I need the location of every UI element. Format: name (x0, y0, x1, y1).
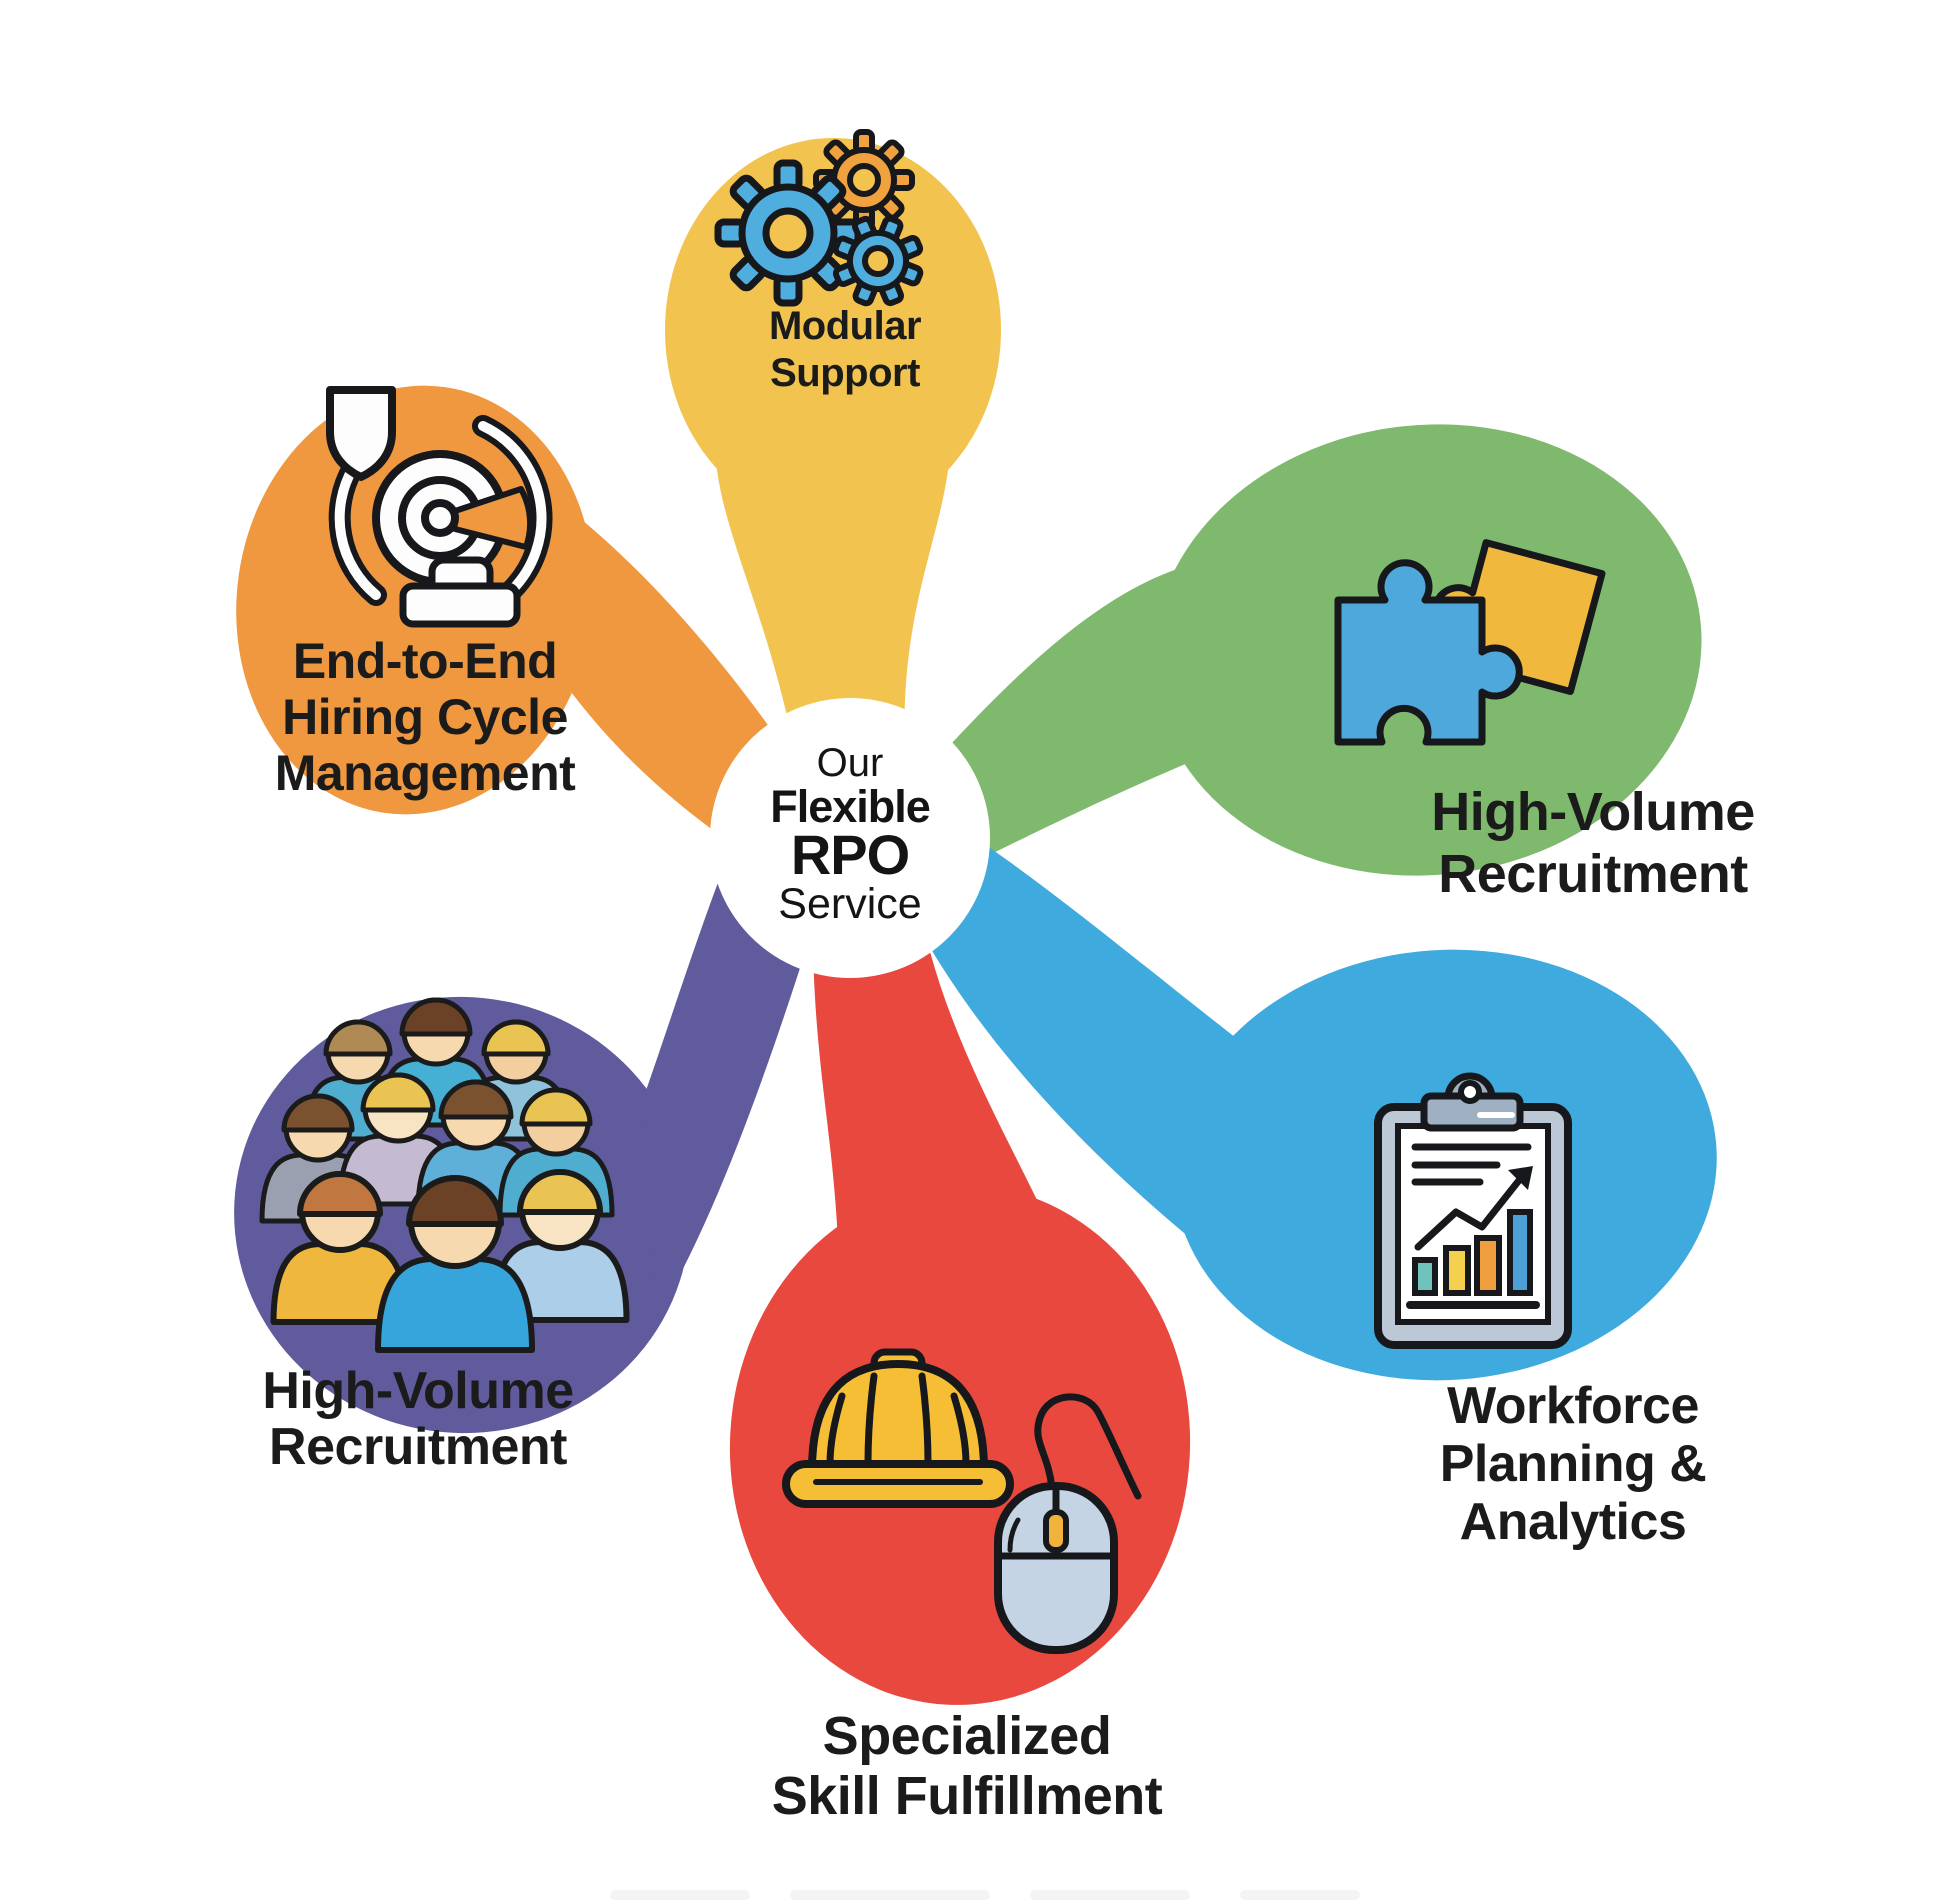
label-line: Modular (768, 304, 922, 348)
shield-icon (326, 386, 396, 481)
gear-small-blue (832, 215, 924, 307)
hardhat-icon (782, 1348, 1014, 1508)
gear-large-blue (714, 159, 862, 307)
petal-stem-purple (642, 883, 800, 1318)
label-line: Workforce (1447, 1377, 1699, 1435)
bar-teal (1412, 1257, 1438, 1296)
center-title: Our Flexible RPO Service (770, 741, 931, 928)
mouse-scroll-wheel (1043, 1509, 1069, 1553)
hardhat-ribs (826, 1372, 970, 1468)
puzzle-piece-blue (1334, 559, 1523, 746)
gears-icon (714, 129, 924, 307)
label-line: Specialized (822, 1706, 1112, 1766)
label-line: Planning & (1439, 1435, 1707, 1493)
label-line: Skill Fulfillment (771, 1766, 1163, 1826)
center-title-line-4: Service (778, 880, 922, 928)
center-title-line-1: Our (816, 741, 884, 785)
label-workforce-planning-analytics: Workforce Planning & Analytics (1440, 1377, 1707, 1551)
petal-stem-red (813, 952, 1060, 1248)
mouse-body (994, 1482, 1118, 1654)
clipboard-bar-chart (1406, 1209, 1540, 1309)
label-modular-support: Modular Support (768, 303, 922, 397)
target-sweep-wedge (449, 486, 534, 550)
crowd-icon (259, 997, 630, 1353)
mouse-icon (994, 1393, 1142, 1654)
target-center-dot (421, 499, 459, 537)
hardhat-and-mouse-icon (782, 1348, 1142, 1654)
bottom-edge-artifact (1030, 1890, 1190, 1900)
target-radar-icon (326, 386, 553, 628)
mouse-cable (1034, 1393, 1142, 1500)
clipboard-text-lines (1411, 1143, 1532, 1186)
label-line: Management (274, 745, 576, 801)
label-line: Recruitment (1438, 844, 1748, 904)
petal-stem-yellow (715, 448, 950, 714)
label-line: Support (770, 351, 920, 395)
center-circle (723, 711, 977, 965)
label-line: Analytics (1459, 1493, 1687, 1551)
petal-stem-blue (932, 847, 1245, 1270)
petal-stem-green (952, 568, 1195, 855)
clipboard-clip-hole (1458, 1080, 1482, 1104)
label-end-to-end-hiring-cycle-management: End-to-End Hiring Cycle Management (275, 633, 576, 801)
bottom-edge-artifact (610, 1890, 750, 1900)
person (375, 1175, 535, 1353)
trend-line-arrow (1414, 1170, 1528, 1251)
hardhat-dome (807, 1359, 989, 1474)
petal-stem-orange (550, 495, 768, 829)
label-high-volume-recruitment-right: High-Volume Recruitment (1431, 781, 1755, 905)
target-base-bottom (399, 582, 521, 628)
label-line: End-to-End (292, 633, 558, 689)
bar-blue (1507, 1209, 1533, 1296)
trend-arrowhead (1508, 1166, 1533, 1190)
bottom-edge-artifact (1240, 1890, 1360, 1900)
bar-yellow (1443, 1245, 1471, 1296)
label-line: Hiring Cycle (282, 689, 568, 745)
label-line: Recruitment (269, 1418, 567, 1476)
label-specialized-skill-fulfillment: Specialized Skill Fulfillment (772, 1706, 1163, 1826)
label-line: High-Volume (262, 1362, 574, 1420)
label-high-volume-recruitment-left: High-Volume Recruitment (262, 1362, 574, 1476)
bar-orange (1474, 1235, 1502, 1296)
bottom-edge-artifact (790, 1890, 990, 1900)
label-line: High-Volume (1431, 782, 1755, 842)
clipboard-chart-icon (1374, 1072, 1572, 1349)
puzzle-icon (1334, 539, 1606, 746)
center-title-line-3: RPO (790, 823, 910, 886)
center-title-line-2: Flexible (770, 781, 931, 832)
